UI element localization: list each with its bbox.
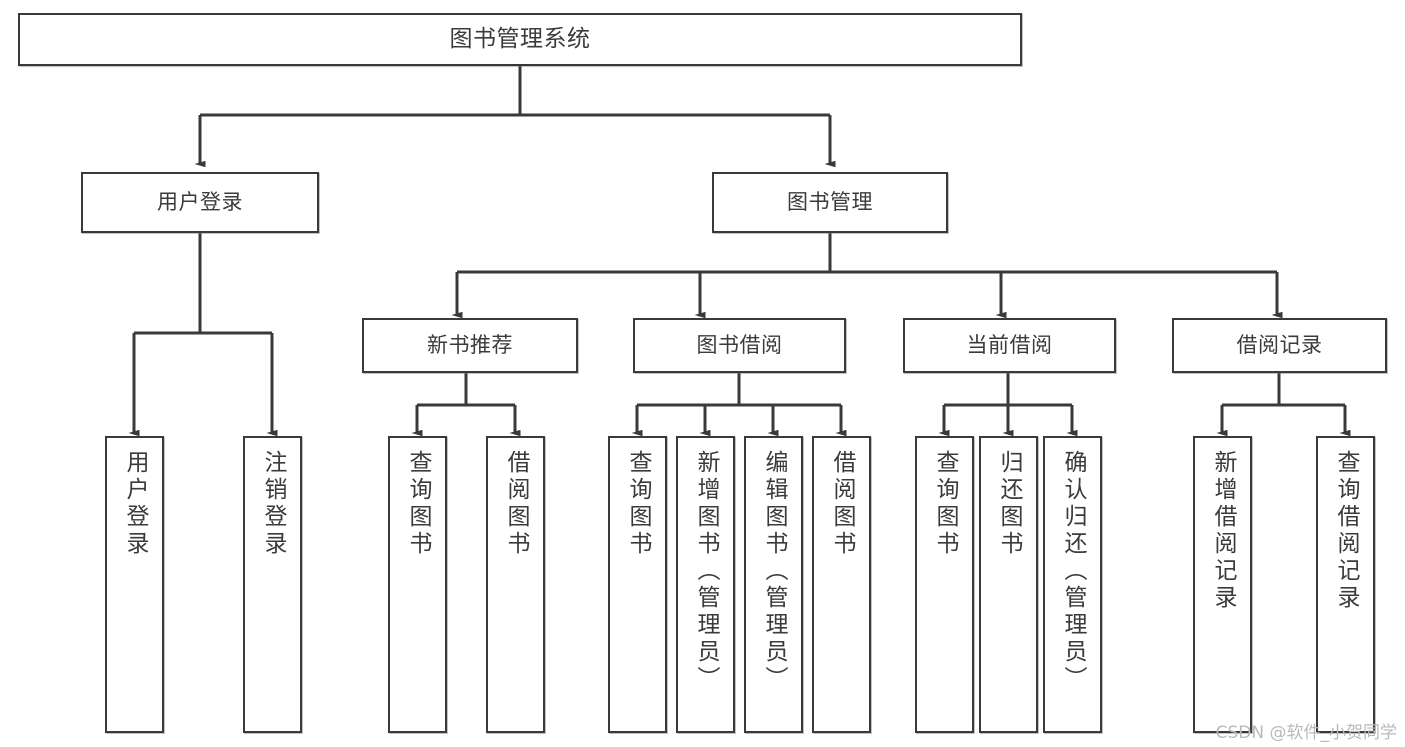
node-label: 借阅图书 [503, 450, 529, 558]
node-label: 用户登录 [157, 189, 243, 214]
node-label: 图书借阅 [696, 332, 783, 357]
leaf-node-book-borrow-query[interactable]: 查询图书 [608, 436, 667, 733]
leaf-node-new-book-borrow[interactable]: 借阅图书 [486, 436, 545, 733]
node-label: 新增借阅记录 [1210, 450, 1236, 612]
leaf-node-book-borrow-borrow[interactable]: 借阅图书 [812, 436, 871, 733]
node-label: 查询图书 [932, 450, 958, 558]
node-book-management[interactable]: 图书管理 [712, 172, 948, 233]
node-label: 新增图书（管理员） [693, 450, 719, 693]
node-label: 查询借阅记录 [1333, 450, 1359, 612]
node-label: 用户登录 [122, 450, 148, 558]
node-new-book-recommend[interactable]: 新书推荐 [362, 318, 578, 373]
node-book-borrow[interactable]: 图书借阅 [633, 318, 846, 373]
leaf-node-new-book-query[interactable]: 查询图书 [388, 436, 447, 733]
leaf-node-borrow-record-query[interactable]: 查询借阅记录 [1316, 436, 1375, 733]
leaf-node-borrow-record-add[interactable]: 新增借阅记录 [1193, 436, 1252, 733]
node-label: 查询图书 [405, 450, 431, 558]
leaf-node-current-borrow-confirm-return[interactable]: 确认归还（管理员） [1043, 436, 1102, 733]
node-label: 编辑图书（管理员） [761, 450, 787, 693]
node-current-borrow[interactable]: 当前借阅 [903, 318, 1116, 373]
leaf-node-book-borrow-edit[interactable]: 编辑图书（管理员） [744, 436, 803, 733]
leaf-node-book-borrow-add[interactable]: 新增图书（管理员） [676, 436, 735, 733]
node-borrow-record[interactable]: 借阅记录 [1172, 318, 1387, 373]
leaf-node-user-login-login[interactable]: 用户登录 [105, 436, 164, 733]
node-root-book-management-system[interactable]: 图书管理系统 [18, 13, 1022, 66]
leaf-node-user-login-logout[interactable]: 注销登录 [243, 436, 302, 733]
node-label: 查询图书 [625, 450, 651, 558]
node-label: 当前借阅 [966, 332, 1053, 357]
node-label: 新书推荐 [427, 332, 513, 357]
node-label: 借阅图书 [829, 450, 855, 558]
node-label: 归还图书 [996, 450, 1022, 558]
node-label: 图书管理系统 [449, 25, 591, 52]
leaf-node-current-borrow-query[interactable]: 查询图书 [915, 436, 974, 733]
watermark-text: CSDN @软件_小贺同学 [1215, 723, 1397, 743]
node-label: 图书管理 [787, 189, 873, 214]
node-label: 确认归还（管理员） [1060, 450, 1086, 693]
node-label: 借阅记录 [1236, 332, 1323, 357]
leaf-node-current-borrow-return[interactable]: 归还图书 [979, 436, 1038, 733]
node-user-login[interactable]: 用户登录 [81, 172, 319, 233]
node-label: 注销登录 [260, 450, 286, 558]
